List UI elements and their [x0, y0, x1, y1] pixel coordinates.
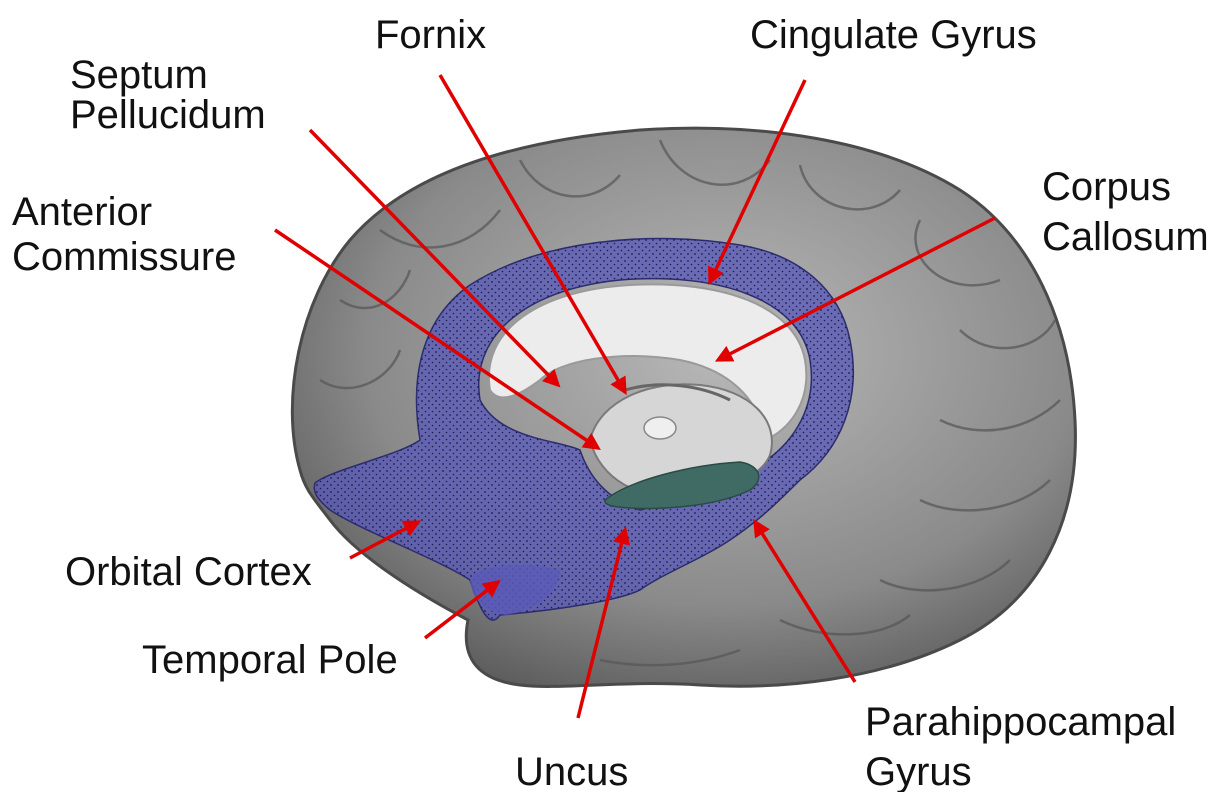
label-septum-pellucidum-line2: Pellucidum	[70, 93, 266, 137]
label-corpus-callosum-line1: Corpus	[1042, 165, 1171, 209]
label-parahippocampal-line2: Gyrus	[865, 750, 972, 792]
label-anterior-commissure-line1: Anterior	[12, 190, 152, 234]
label-uncus: Uncus	[515, 750, 628, 792]
label-orbital-cortex: Orbital Cortex	[65, 550, 312, 594]
label-corpus-callosum-line2: Callosum	[1042, 215, 1209, 259]
label-parahippocampal-line1: Parahippocampal	[865, 700, 1176, 744]
label-anterior-commissure-line2: Commissure	[12, 235, 236, 279]
label-fornix: Fornix	[375, 13, 486, 57]
label-cingulate-gyrus: Cingulate Gyrus	[750, 13, 1037, 57]
label-temporal-pole: Temporal Pole	[142, 638, 398, 682]
label-septum-pellucidum-line1: Septum	[70, 53, 208, 97]
